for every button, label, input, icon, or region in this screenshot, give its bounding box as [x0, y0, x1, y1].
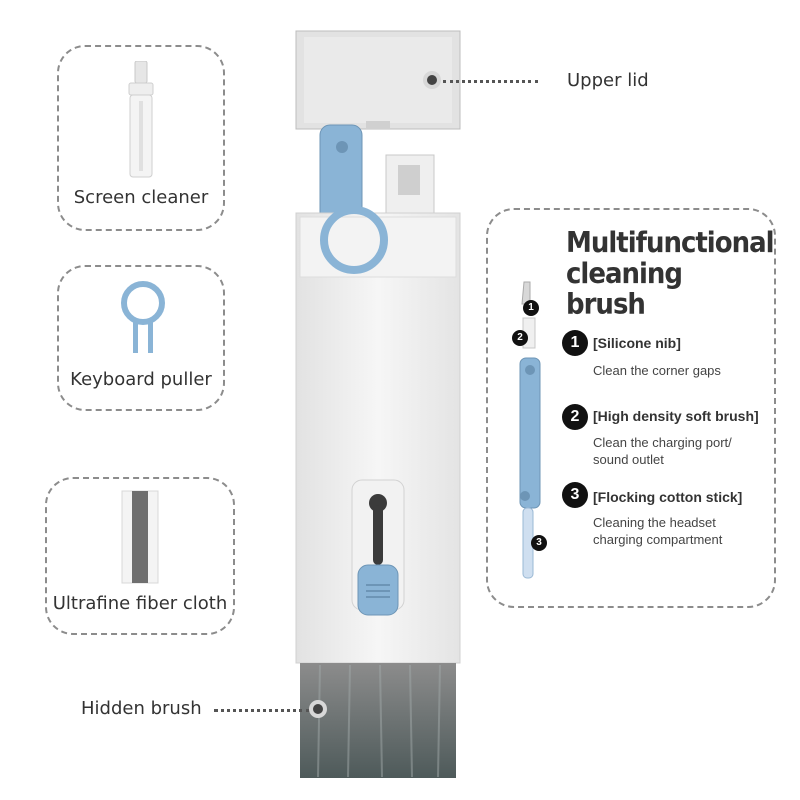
brush-info-title-line2: cleaning brush	[566, 257, 683, 322]
screen-cleaner-label: Screen cleaner	[73, 187, 209, 208]
upper-lid-leader	[443, 80, 538, 83]
feature-1-desc: Clean the corner gaps	[593, 363, 721, 378]
feature-2-desc: Clean the charging port/ sound outlet	[593, 435, 732, 467]
hidden-brush-marker	[309, 700, 327, 718]
hidden-brush-label: Hidden brush	[81, 698, 202, 719]
brush-info-title: Multifunctional cleaning brush	[566, 226, 775, 322]
keyboard-puller-label: Keyboard puller	[70, 369, 212, 390]
upper-lid-label: Upper lid	[567, 70, 649, 91]
upper-lid-marker	[423, 71, 441, 89]
feature-3-number: 3	[562, 482, 588, 508]
cleaning-pen-illustration	[519, 281, 541, 579]
keyboard-puller-card: Keyboard puller	[57, 265, 225, 411]
feature-1-name: [Silicone nib]	[593, 335, 681, 351]
fiber-cloth-icon	[121, 490, 159, 584]
keyboard-puller-icon	[121, 281, 165, 353]
pen-marker-1: 1	[523, 300, 539, 316]
pen-marker-2: 2	[512, 330, 528, 346]
brush-info-title-line1: Multifunctional	[566, 226, 775, 260]
fiber-cloth-label: Ultrafine fiber cloth	[52, 593, 228, 614]
feature-1-number: 1	[562, 330, 588, 356]
pen-marker-3: 3	[531, 535, 547, 551]
fiber-cloth-card: Ultrafine fiber cloth	[45, 477, 235, 635]
spray-bottle-icon	[128, 61, 154, 178]
feature-2-name: [High density soft brush]	[593, 408, 759, 424]
hidden-brush-leader	[214, 709, 310, 712]
feature-2-number: 2	[562, 404, 588, 430]
cleaning-kit-illustration	[295, 30, 461, 778]
screen-cleaner-card: Screen cleaner	[57, 45, 225, 231]
feature-3-desc: Cleaning the headset charging compartmen…	[593, 515, 723, 547]
feature-3-name: [Flocking cotton stick]	[593, 489, 743, 505]
